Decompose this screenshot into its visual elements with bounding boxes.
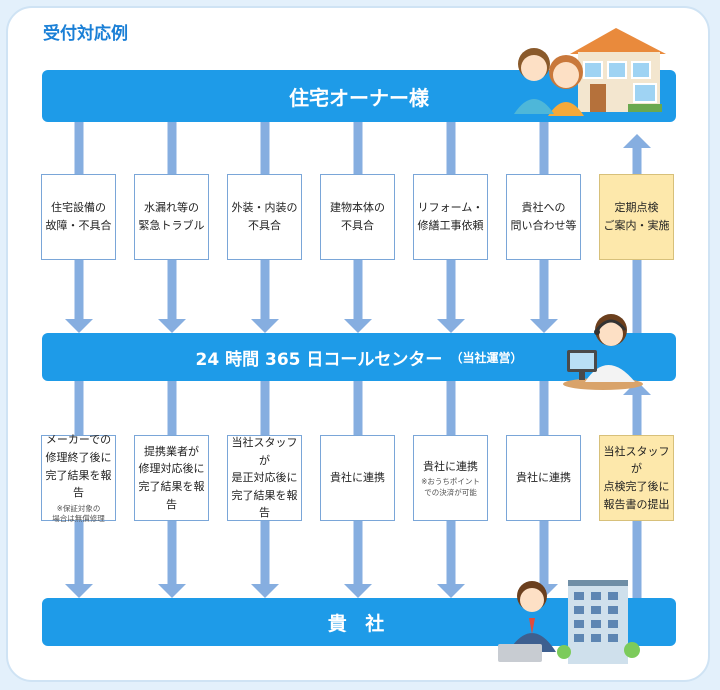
house-family-illustration bbox=[514, 28, 666, 116]
arrow-down-5-head bbox=[437, 319, 465, 333]
box-line: 問い合わせ等 bbox=[510, 219, 577, 232]
note-line: 場合は無償修理 bbox=[52, 514, 105, 524]
box-line: 点検完了後に bbox=[603, 480, 670, 493]
box-line: ご案内・実施 bbox=[603, 219, 670, 232]
request-box-structure: 建物本体の 不具合 bbox=[320, 174, 395, 260]
request-box-leak: 水漏れ等の 緊急トラブル bbox=[134, 174, 209, 260]
response-box-forward-2: 貴社に連携 ※おうちポイント での決済が可能 bbox=[413, 435, 488, 521]
box-line: 報告書の提出 bbox=[603, 497, 670, 511]
owner-bar-label: 住宅オーナー様 bbox=[289, 85, 429, 110]
box-note: ※保証対象の 場合は無償修理 bbox=[52, 504, 105, 525]
box-line: 故障・不具合 bbox=[45, 219, 112, 232]
arrow-up-lower-head bbox=[623, 381, 651, 395]
arrow-down-lower-2-head bbox=[158, 584, 186, 598]
note-line: ※保証対象の bbox=[56, 503, 101, 513]
box-line: 外装・内装の bbox=[231, 201, 298, 215]
box-line: 是正対応後に bbox=[231, 471, 298, 485]
note-line: ※おうちポイント bbox=[421, 477, 480, 487]
request-box-inspection: 定期点検 ご案内・実施 bbox=[599, 174, 674, 260]
request-box-equipment: 住宅設備の 故障・不具合 bbox=[41, 174, 116, 260]
box-note: ※おうちポイント での決済が可能 bbox=[421, 477, 480, 498]
box-line: リフォーム・ bbox=[417, 201, 484, 215]
call-center-sub: （当社運営） bbox=[450, 350, 523, 365]
arrow-down-3-head bbox=[251, 319, 279, 333]
response-box-staff-fix: 当社スタッフが 是正対応後に 完了結果を報告 bbox=[227, 435, 302, 521]
arrow-down-lower-1-head bbox=[65, 584, 93, 598]
arrow-down-2-head bbox=[158, 319, 186, 333]
request-box-inquiry: 貴社への 問い合わせ等 bbox=[506, 174, 581, 260]
request-box-exterior: 外装・内装の 不具合 bbox=[227, 174, 302, 260]
box-line: 貴社に連携 bbox=[423, 459, 478, 473]
woman-icon bbox=[548, 55, 584, 116]
box-line: 提携業者が bbox=[144, 444, 199, 458]
box-line: 建物本体の bbox=[330, 201, 385, 215]
box-line: 不具合 bbox=[341, 219, 374, 232]
box-line: 完了結果を報告 bbox=[45, 468, 112, 500]
response-box-partner: 提携業者が 修理対応後に 完了結果を報告 bbox=[134, 435, 209, 521]
box-line: メーカーでの bbox=[45, 433, 112, 447]
box-line: 貴社に連携 bbox=[516, 471, 571, 485]
operator-illustration bbox=[563, 314, 643, 390]
response-box-inspection-report: 当社スタッフが 点検完了後に 報告書の提出 bbox=[599, 435, 674, 521]
response-box-maker: メーカーでの 修理終了後に 完了結果を報告 ※保証対象の 場合は無償修理 bbox=[41, 433, 116, 523]
request-box-reform: リフォーム・ 修繕工事依頼 bbox=[413, 174, 488, 260]
arrow-down-6-head bbox=[530, 319, 558, 333]
box-line: 水漏れ等の bbox=[144, 201, 199, 215]
box-line: 住宅設備の bbox=[51, 201, 106, 215]
box-line: 完了結果を報告 bbox=[231, 488, 298, 520]
response-box-forward-1: 貴社に連携 bbox=[320, 435, 395, 521]
company-illustration bbox=[498, 580, 640, 664]
diagram-title: 受付対応例 bbox=[43, 24, 128, 44]
box-line: 定期点検 bbox=[614, 201, 659, 215]
arrow-down-lower-5-head bbox=[437, 584, 465, 598]
operator-icon bbox=[563, 314, 643, 390]
box-line: 修理対応後に bbox=[138, 462, 205, 476]
response-box-forward-3: 貴社に連携 bbox=[506, 435, 581, 521]
man-icon bbox=[514, 48, 554, 114]
arrow-down-lower-3-head bbox=[251, 584, 279, 598]
company-bar-label: 貴 社 bbox=[327, 612, 391, 635]
call-center-label: 24 時間 365 日コールセンター bbox=[195, 349, 443, 370]
businessman-icon bbox=[498, 581, 556, 662]
arrow-down-1-head bbox=[65, 319, 93, 333]
note-line: での決済が可能 bbox=[424, 487, 477, 497]
arrow-down-lower-4-head bbox=[344, 584, 372, 598]
box-line: 当社スタッフが bbox=[603, 444, 670, 476]
box-line: 貴社への bbox=[521, 201, 566, 215]
box-line: 当社スタッフが bbox=[231, 436, 298, 467]
box-line: 修理終了後に bbox=[45, 450, 112, 464]
monitor-icon bbox=[567, 350, 597, 380]
arrow-down-4-head bbox=[344, 319, 372, 333]
house-icon bbox=[570, 28, 666, 112]
box-line: 完了結果を報告 bbox=[138, 480, 205, 511]
box-line: 不具合 bbox=[248, 219, 281, 232]
box-line: 緊急トラブル bbox=[138, 219, 205, 232]
office-building-icon bbox=[557, 580, 640, 664]
box-line: 修繕工事依頼 bbox=[417, 219, 484, 232]
box-line: 貴社に連携 bbox=[330, 471, 385, 485]
arrow-up-upper-head bbox=[623, 134, 651, 148]
